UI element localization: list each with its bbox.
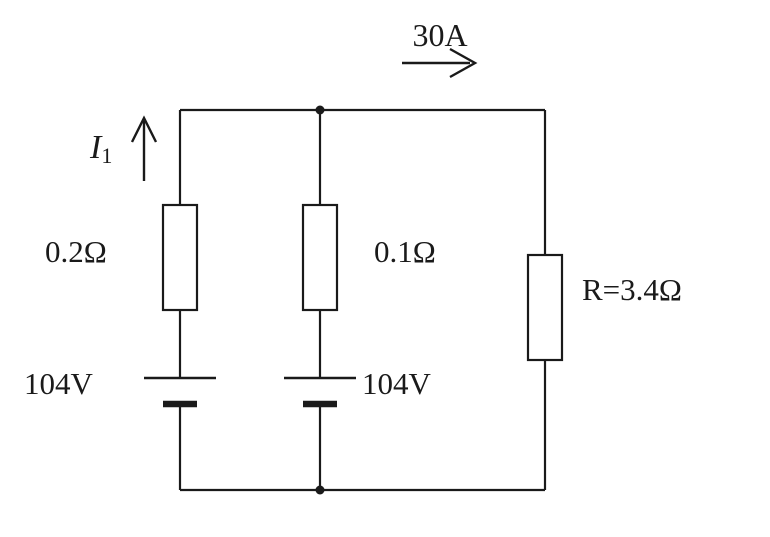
branch-current-symbol: I	[89, 129, 103, 166]
load-resistor-box	[526, 253, 564, 362]
middle-battery-label: 104V	[362, 366, 432, 401]
left-resistor-label: 0.2Ω	[45, 234, 107, 269]
branch-current-label: I1	[89, 129, 112, 168]
load-resistor-label: R=3.4Ω	[582, 272, 682, 307]
middle-resistor-box	[301, 203, 339, 312]
branch-current-subscript: 1	[101, 143, 112, 168]
top-junction-node	[315, 105, 325, 115]
top-current-label: 30A	[412, 17, 467, 53]
bottom-junction-node	[315, 485, 325, 495]
middle-resistor-label: 0.1Ω	[374, 234, 436, 269]
left-battery-label: 104V	[24, 366, 94, 401]
up-arrow-icon	[130, 115, 158, 143]
left-resistor-box	[161, 203, 199, 312]
right-arrow-icon	[449, 47, 478, 79]
